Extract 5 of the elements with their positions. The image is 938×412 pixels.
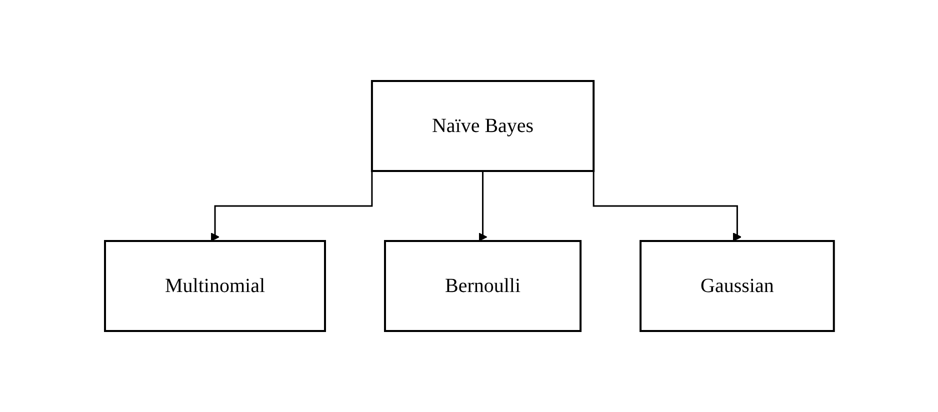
node-box: Naïve Bayes bbox=[370, 80, 594, 172]
node-box: Bernoulli bbox=[384, 240, 582, 332]
node-box: Multinomial bbox=[104, 240, 326, 332]
arrow bbox=[478, 171, 487, 242]
node-box: Gaussian bbox=[639, 240, 834, 332]
